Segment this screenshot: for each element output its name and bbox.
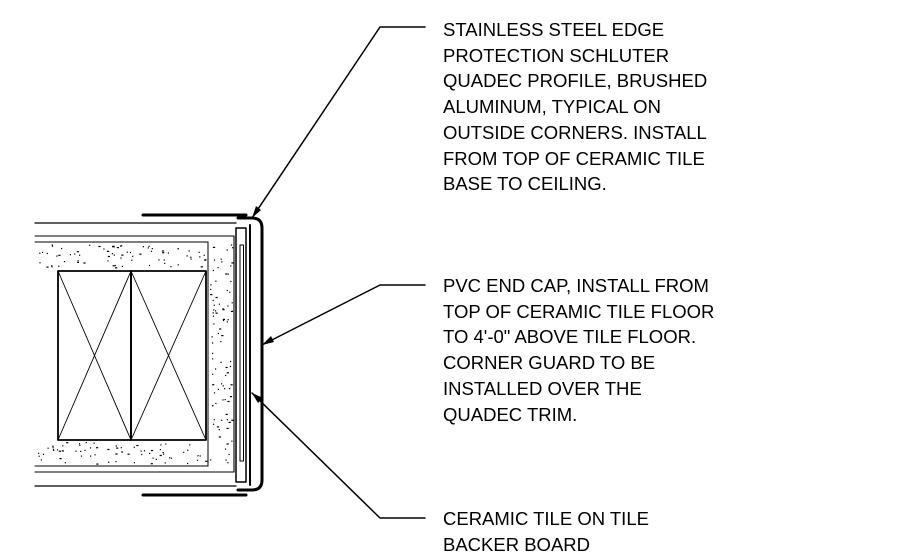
stud-right xyxy=(130,270,207,441)
callout-line: BASE TO CEILING. xyxy=(443,173,607,195)
callout-line: STAINLESS STEEL EDGE xyxy=(443,19,665,40)
quadec-edge-profile xyxy=(236,216,264,492)
callout-line: FROM TOP OF CERAMIC TILE xyxy=(443,147,705,169)
callout-pvc-end-cap: PVC END CAP, INSTALL FROM TOP OF CERAMIC… xyxy=(443,273,714,427)
callout-line: PROTECTION SCHLUTER xyxy=(443,44,670,66)
stud-right-x2 xyxy=(130,270,207,441)
leader-1 xyxy=(251,26,426,219)
pvc-end-cap xyxy=(235,227,247,483)
callout-line: QUADEC TRIM. xyxy=(443,403,578,425)
callout-line: CORNER GUARD TO BE xyxy=(443,352,656,374)
callout-line: TO 4'-0" ABOVE TILE FLOOR. xyxy=(443,326,697,348)
leader-2 xyxy=(261,284,426,346)
callout-ceramic-tile: CERAMIC TILE ON TILE BACKER BOARD xyxy=(443,506,649,557)
callout-line: QUADEC PROFILE, BRUSHED xyxy=(443,70,708,92)
leader-3 xyxy=(251,392,426,519)
callout-line: PVC END CAP, INSTALL FROM xyxy=(443,275,709,296)
gypsum-stipple-hatch xyxy=(38,244,234,465)
callout-line: CERAMIC TILE ON TILE xyxy=(443,508,649,529)
stud-left-x2 xyxy=(57,270,132,441)
callout-line: INSTALLED OVER THE xyxy=(443,377,642,399)
pvc-end-cap-inner xyxy=(239,244,244,462)
callout-line: OUTSIDE CORNERS. INSTALL xyxy=(443,121,707,143)
callout-line: ALUMINUM, TYPICAL ON xyxy=(443,96,661,118)
leader-3-arrowhead xyxy=(252,393,263,403)
callout-line: BACKER BOARD xyxy=(443,533,591,555)
leader-1-arrowhead xyxy=(252,206,261,218)
callout-quadec-profile: STAINLESS STEEL EDGE PROTECTION SCHLUTER… xyxy=(443,17,707,197)
leader-2-arrowhead xyxy=(262,336,274,345)
callout-line: TOP OF CERAMIC TILE FLOOR xyxy=(443,300,715,322)
